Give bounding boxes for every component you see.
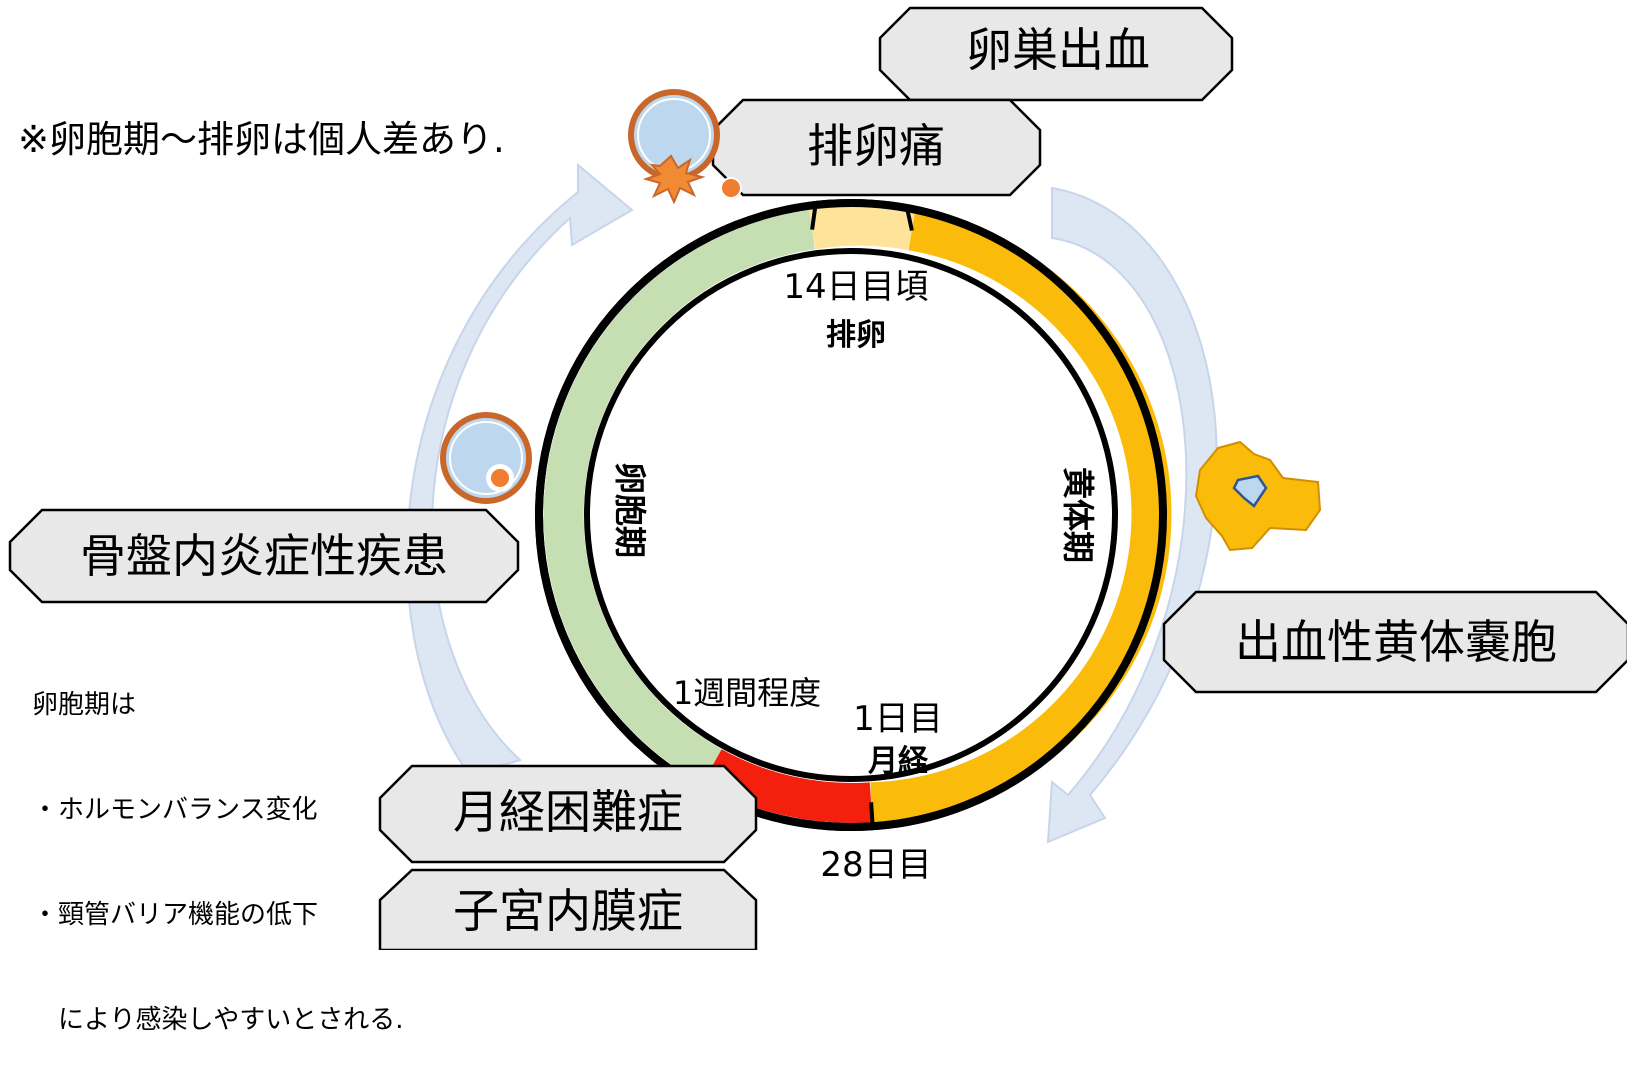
ovulation-label: 排卵 (826, 318, 886, 353)
box-hemorrhagic-cyst: 出血性黄体嚢胞 (1162, 590, 1627, 694)
arrow-right-down (1046, 186, 1218, 844)
menstrual-cycle-diagram: 14日目頃 排卵 卵胞期 黄体期 1週間程度 1日目 月経 28日目 卵巣出血 … (8, 6, 1627, 950)
day14-label: 14日目頃 (783, 267, 928, 307)
box-pid: 骨盤内炎症性疾患 (8, 508, 520, 604)
box-endometriosis-text: 子宮内膜症 (453, 884, 683, 938)
follicle-icon (440, 412, 532, 504)
box-ovarian-bleeding-text: 卵巣出血 (966, 23, 1150, 77)
menstruation-label: 月経 (868, 744, 929, 779)
pid-explanation: 卵胞期は ・ホルモンバランス変化 ・頸管バリア機能の低下 により感染しやすいとさ… (32, 618, 404, 1073)
box-pid-text: 骨盤内炎症性疾患 (80, 529, 448, 583)
pid-note-line2: ・ホルモンバランス変化 (32, 795, 318, 825)
box-hemorrhagic-cyst-text: 出血性黄体嚢胞 (1235, 615, 1557, 669)
individual-difference-note: ※卵胞期～排卵は個人差あり. (18, 118, 505, 161)
pid-note-line3: ・頸管バリア機能の低下 (32, 900, 319, 930)
pid-note-line4: により感染しやすいとされる. (32, 1005, 404, 1035)
day1-label: 1日目 (853, 699, 943, 739)
phase-ovulation-arc (808, 205, 916, 251)
ruptured-follicle-icon (628, 89, 742, 205)
follicular-phase-label: 卵胞期 (611, 462, 649, 558)
phase-follicular-arc (543, 209, 815, 785)
day28-label: 28日目 (820, 845, 931, 885)
box-ovulation-pain-text: 排卵痛 (807, 119, 945, 173)
follicular-duration-label: 1週間程度 (673, 674, 821, 712)
box-ovarian-bleeding: 卵巣出血 (878, 6, 1234, 102)
box-dysmenorrhea-text: 月経困難症 (453, 785, 683, 839)
luteal-phase-label: 黄体期 (1059, 467, 1097, 563)
box-dysmenorrhea: 月経困難症 (378, 764, 758, 864)
box-ovulation-pain: 排卵痛 (711, 98, 1042, 197)
box-endometriosis: 子宮内膜症 (378, 868, 758, 950)
pid-note-line1: 卵胞期は (32, 690, 137, 720)
cycle-ring (535, 199, 1172, 831)
corpus-luteum-icon (1194, 440, 1322, 552)
phase-luteal-arc (870, 210, 1172, 823)
